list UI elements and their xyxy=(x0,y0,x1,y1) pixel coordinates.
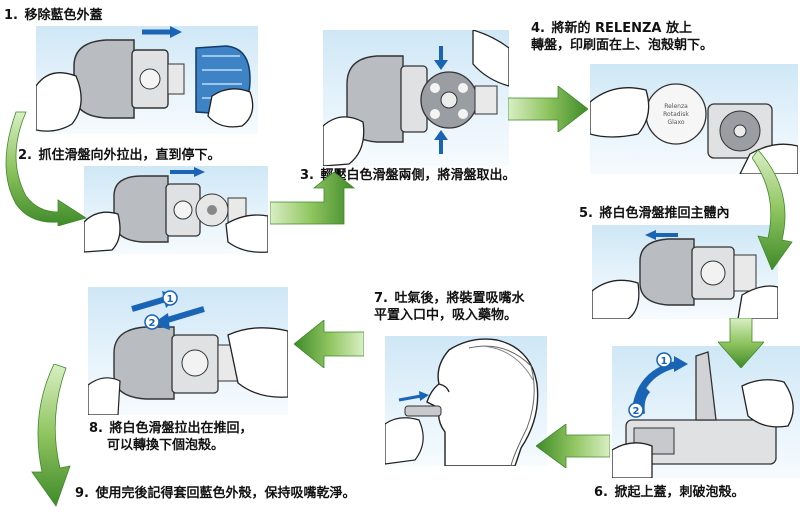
step-6-illustration: 1 2 xyxy=(612,346,800,478)
step-9-caption: 9. 使用完後記得套回藍色外殼，保持吸嘴乾淨。 xyxy=(75,485,356,502)
step-8-illustration: 1 2 xyxy=(88,287,288,415)
flow-arrow-2-to-3 xyxy=(270,172,362,228)
step-6-caption: 6. 掀起上蓋，刺破泡殼。 xyxy=(594,484,745,501)
step-9-text: 使用完後記得套回藍色外殼，保持吸嘴乾淨。 xyxy=(95,486,356,501)
step-8-caption: 8. 將白色滑盤拉出在推回， 可以轉換下個泡殼。 xyxy=(89,420,253,454)
disk-label-line-2: Rotadisk xyxy=(663,111,689,118)
step-6-number: 6. xyxy=(594,485,608,500)
step-8-number: 8. xyxy=(89,421,103,436)
step-5-number: 5. xyxy=(579,206,593,221)
step-1-number: 1. xyxy=(4,8,18,23)
step-4-illustration: Relenza Rotadisk Glaxo xyxy=(590,64,798,174)
disk-label-line-1: Relenza xyxy=(664,103,688,110)
step-8-text-line-1: 將白色滑盤拉出在推回， xyxy=(109,421,253,436)
flow-arrow-3-to-4 xyxy=(508,86,588,132)
step-2-number: 2. xyxy=(18,148,32,163)
step-8-mark-1: 1 xyxy=(167,294,174,305)
step-7-text-line-1: 吐氣後，將裝置吸嘴水 xyxy=(394,291,525,306)
step-2-illustration xyxy=(84,166,268,254)
step-5-caption: 5. 將白色滑盤推回主體內 xyxy=(579,205,730,222)
step-5-text: 將白色滑盤推回主體內 xyxy=(599,206,730,221)
flow-arrow-8-to-9 xyxy=(26,364,84,512)
step-2-text: 抓住滑盤向外拉出，直到停下。 xyxy=(38,148,221,163)
step-1-illustration xyxy=(36,26,258,134)
step-4-text-line-2: 轉盤，印刷面在上、泡殼朝下。 xyxy=(531,38,714,53)
flow-arrow-5-to-6 xyxy=(718,318,764,368)
flow-arrow-1-to-2 xyxy=(4,108,88,226)
step-3-illustration xyxy=(323,30,509,166)
step-6-mark-1: 1 xyxy=(661,356,668,367)
disk-label-line-3: Glaxo xyxy=(667,119,684,126)
flow-arrow-6-to-7 xyxy=(536,424,610,468)
step-7-caption: 7. 吐氣後，將裝置吸嘴水 平置入口中，吸入藥物。 xyxy=(374,290,525,324)
step-1-caption: 1. 移除藍色外蓋 xyxy=(4,7,103,24)
step-7-text-line-2: 平置入口中，吸入藥物。 xyxy=(374,308,518,323)
step-3-number: 3. xyxy=(300,168,314,183)
step-2-caption: 2. 抓住滑盤向外拉出，直到停下。 xyxy=(18,147,221,164)
step-4-caption: 4. 將新的 RELENZA 放上 轉盤，印刷面在上、泡殼朝下。 xyxy=(531,20,714,54)
step-6-text: 掀起上蓋，刺破泡殼。 xyxy=(614,485,745,500)
step-7-number: 7. xyxy=(374,291,388,306)
step-4-text-line-1: 將新的 RELENZA 放上 xyxy=(551,21,692,36)
step-3-text: 輕壓白色滑盤兩側，將滑盤取出。 xyxy=(320,168,516,183)
step-7-illustration xyxy=(385,336,547,466)
step-1-text: 移除藍色外蓋 xyxy=(24,8,103,23)
flow-arrow-4-to-5 xyxy=(752,150,798,270)
step-3-caption: 3. 輕壓白色滑盤兩側，將滑盤取出。 xyxy=(300,167,516,184)
step-6-mark-2: 2 xyxy=(633,406,640,417)
step-8-mark-2: 2 xyxy=(149,318,156,329)
step-4-number: 4. xyxy=(531,21,545,36)
step-8-text-line-2: 可以轉換下個泡殼。 xyxy=(107,438,225,453)
flow-arrow-7-to-8 xyxy=(294,320,364,368)
step-9-number: 9. xyxy=(75,486,89,501)
step-5-illustration xyxy=(592,225,778,319)
